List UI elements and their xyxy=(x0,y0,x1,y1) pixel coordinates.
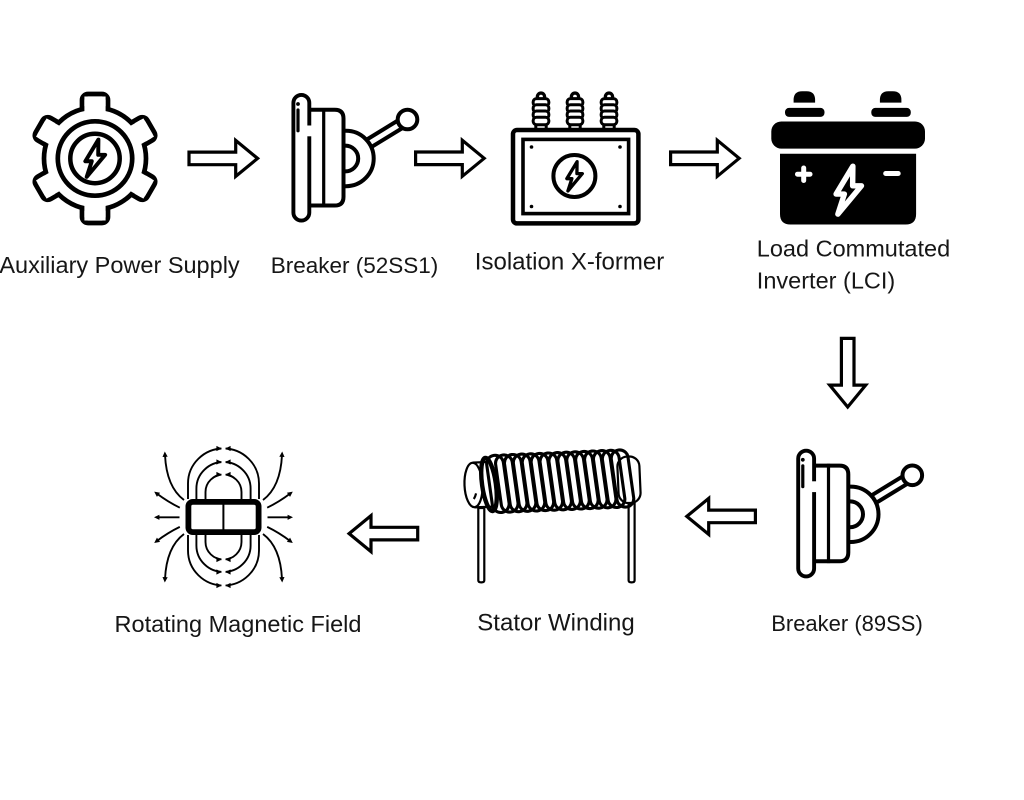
svg-text:Stator Winding: Stator Winding xyxy=(477,610,634,637)
svg-text:Rotating Magnetic Field: Rotating Magnetic Field xyxy=(115,611,362,637)
svg-text:Inverter (LCI): Inverter (LCI) xyxy=(757,267,895,293)
svg-text:Load Commutated: Load Commutated xyxy=(757,236,950,262)
svg-text:Breaker (52SS1): Breaker (52SS1) xyxy=(271,253,439,278)
svg-text:Breaker (89SS): Breaker (89SS) xyxy=(771,611,923,636)
svg-text:Isolation X-former: Isolation X-former xyxy=(475,248,664,275)
svg-text:Auxiliary Power Supply: Auxiliary Power Supply xyxy=(0,252,240,278)
